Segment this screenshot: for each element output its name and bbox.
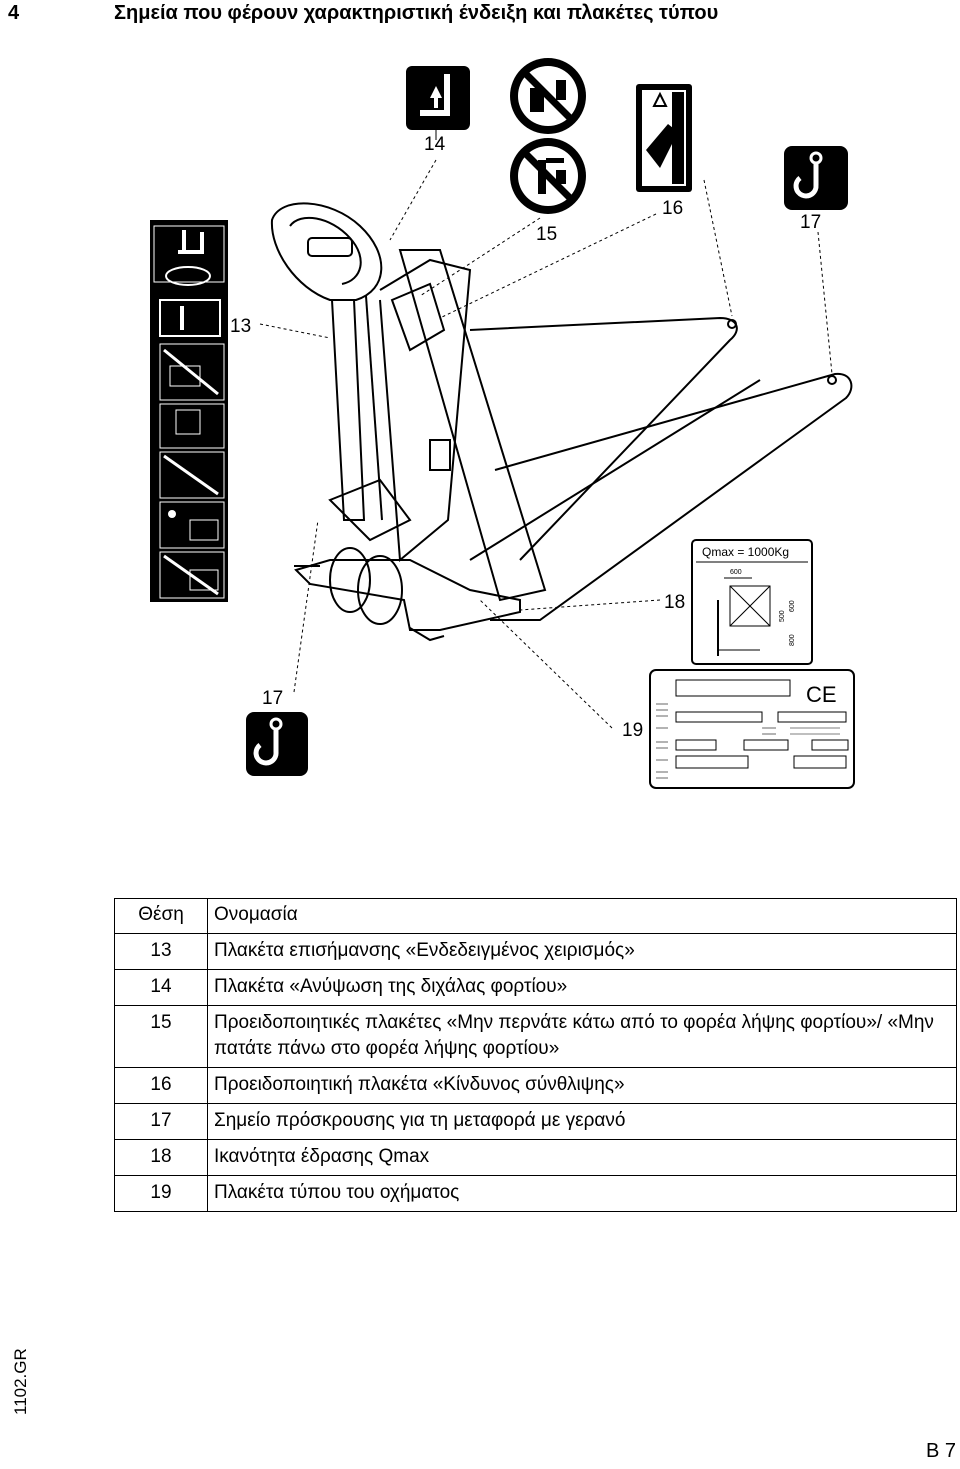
- capacity-dim-600: 600: [730, 569, 742, 576]
- legend-position: 13: [114, 933, 208, 970]
- legend-header-row: Θέση Ονομασία: [114, 898, 957, 934]
- table-row: 19 Πλακέτα τύπου του οχήματος: [114, 1175, 957, 1212]
- legend-position: 18: [114, 1139, 208, 1176]
- callout-18: 18: [664, 592, 685, 613]
- pallet-truck-figure: 13 14 15 16 17 17 18 19 Qmax = 1000Kg 60…: [150, 58, 855, 789]
- table-row: 14 Πλακέτα «Ανύψωση της διχάλας φορτίου»: [114, 969, 957, 1006]
- sign-no-standing-on-icon: [510, 138, 586, 214]
- document-code: 1102.GR: [11, 1348, 30, 1415]
- section-number: 4: [8, 2, 20, 24]
- callout-16: 16: [662, 198, 683, 219]
- callout-14: 14: [424, 134, 446, 155]
- table-row: 18 Ικανότητα έδρασης Qmax: [114, 1139, 957, 1176]
- leader-lines: [259, 159, 833, 729]
- sign-crane-hook-bottom-icon: [246, 712, 308, 776]
- legend-name: Προειδοποιητική πλακέτα «Κίνδυνος σύνθλι…: [207, 1067, 957, 1104]
- capacity-qmax-text: Qmax = 1000Kg: [702, 545, 789, 559]
- sign-lift-fork-icon: [406, 66, 470, 140]
- callout-17-top: 17: [800, 212, 821, 233]
- legend-position: 16: [114, 1067, 208, 1104]
- legend-position: 15: [114, 1005, 208, 1068]
- section-title: Σημεία που φέρουν χαρακτηριστική ένδειξη…: [114, 2, 719, 24]
- legend-name: Ικανότητα έδρασης Qmax: [207, 1139, 957, 1176]
- capacity-dim-600-b: 600: [789, 600, 796, 612]
- legend-name: Πλακέτα «Ανύψωση της διχάλας φορτίου»: [207, 969, 957, 1006]
- callout-13: 13: [230, 316, 251, 337]
- legend-name: Σημείο πρόσκρουσης για τη μεταφορά με γε…: [207, 1103, 957, 1140]
- table-row: 13 Πλακέτα επισήμανσης «Ενδεδειγμένος χε…: [114, 933, 957, 970]
- type-plate: CE: [649, 669, 855, 789]
- sign-no-passing-under-icon: [510, 58, 586, 134]
- callout-19: 19: [622, 720, 643, 741]
- table-row: 15 Προειδοποιητικές πλακέτες «Μην περνάτ…: [114, 1005, 957, 1068]
- pallet-truck-drawing: [270, 202, 853, 642]
- legend-position: 17: [114, 1103, 208, 1140]
- capacity-dim-800: 800: [789, 634, 796, 646]
- page-number: B 7: [925, 1440, 956, 1462]
- sign-crush-hazard-icon: [636, 84, 692, 192]
- legend-position: 14: [114, 969, 208, 1006]
- callout-15: 15: [536, 224, 557, 245]
- legend-header-position: Θέση: [114, 898, 208, 934]
- legend-name: Πλακέτα επισήμανσης «Ενδεδειγμένος χειρι…: [207, 933, 957, 970]
- sign-crane-hook-top-icon: [784, 146, 848, 210]
- table-row: 16 Προειδοποιητική πλακέτα «Κίνδυνος σύν…: [114, 1067, 957, 1104]
- capacity-dim-500: 500: [779, 610, 786, 622]
- legend-header-name: Ονομασία: [207, 898, 957, 934]
- callout-17-bottom: 17: [262, 688, 283, 709]
- legend-table: Θέση Ονομασία 13 Πλακέτα επισήμανσης «Εν…: [114, 898, 957, 1212]
- legend-name: Προειδοποιητικές πλακέτες «Μην περνάτε κ…: [207, 1005, 957, 1068]
- legend-position: 19: [114, 1175, 208, 1212]
- legend-name: Πλακέτα τύπου του οχήματος: [207, 1175, 957, 1212]
- table-row: 17 Σημείο πρόσκρουσης για τη μεταφορά με…: [114, 1103, 957, 1140]
- capacity-plate: Qmax = 1000Kg 600 600 800 500: [691, 539, 813, 665]
- sign-operating-instructions-strip-icon: [150, 220, 228, 602]
- ce-mark: CE: [806, 682, 837, 707]
